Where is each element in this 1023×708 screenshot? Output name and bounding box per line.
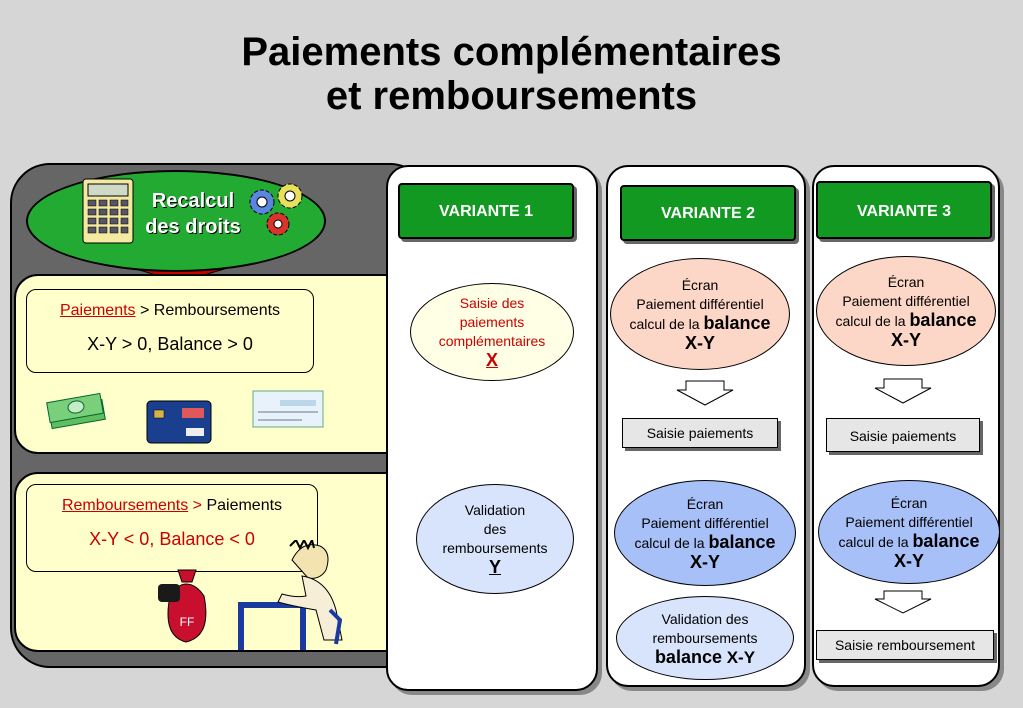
variant-3-header: VARIANTE 3 — [816, 181, 992, 239]
recalc-line-2: des droits — [145, 216, 241, 238]
variant-3-saisie-remboursement[interactable]: Saisie remboursement — [816, 630, 994, 660]
payments-formula: X-Y > 0, Balance > 0 — [87, 334, 253, 354]
refunds-rule-box: Remboursements > Paiements X-Y < 0, Bala… — [26, 484, 318, 572]
v3-e2-l4: X-Y — [893, 550, 924, 571]
v2-e1-l2: Paiement différentiel — [636, 295, 764, 312]
v1-saisie-l2: paiements — [459, 314, 525, 330]
calculator-icon — [82, 178, 134, 244]
variant-2-saisie-paiements[interactable]: Saisie paiements — [622, 418, 778, 448]
payments-rule-box: Paiements > Remboursements X-Y > 0, Bala… — [26, 289, 314, 373]
title-line-2: et remboursements — [325, 74, 698, 118]
v1-val-l2: des — [483, 521, 507, 537]
v1-val-l3: remboursements — [442, 540, 548, 556]
arrow-down-icon-2 — [874, 378, 932, 404]
arrow-down-icon — [676, 380, 734, 406]
money-bag-label: FF — [180, 615, 195, 629]
v2-e2-l2: Paiement différentiel — [641, 514, 769, 531]
money-bag-icon: FF — [158, 569, 207, 643]
v3-e2-l3b: balance — [912, 530, 980, 551]
v3-e1-l1: Écran — [887, 273, 925, 290]
variant-3-ecran-2: Écran Paiement différentiel calcul de la… — [818, 480, 1000, 584]
variant-3-ecran-1: Écran Paiement différentiel calcul de la… — [816, 256, 996, 366]
v3-e2-l3a: calcul de la — [838, 533, 913, 550]
v3-e1-l3b: balance — [909, 309, 977, 330]
page-title: Paiements complémentaires et rembourseme… — [0, 30, 1023, 118]
recalc-label: Recalcul des droits — [128, 188, 258, 240]
v2-e1-l1: Écran — [681, 276, 719, 293]
v2-e1-l3a: calcul de la — [629, 315, 704, 332]
v2-e2-l4: X-Y — [689, 551, 720, 572]
variant-2-header: VARIANTE 2 — [620, 185, 796, 241]
v2-val-l1: Validation des — [661, 610, 749, 627]
v3-e2-l1: Écran — [890, 494, 928, 511]
v3-e1-l3a: calcul de la — [835, 312, 910, 329]
v2-e2-l1: Écran — [686, 495, 724, 512]
v2-e1-l4: X-Y — [684, 332, 715, 353]
cash-icon — [46, 392, 106, 430]
v2-val-l2: remboursements — [652, 629, 758, 646]
variant-2-validation: Validation des remboursements balance X-… — [616, 596, 794, 680]
arrow-down-icon-3 — [874, 590, 932, 614]
payments-word-2: Remboursements — [153, 302, 281, 319]
v1-val-l1: Validation — [464, 502, 526, 518]
v2-val-l3b: X-Y — [721, 647, 756, 667]
gears-icon — [249, 183, 303, 236]
variant-1-validation-ellipse: Validation des remboursements Y — [416, 484, 574, 594]
variant-1-saisie-ellipse: Saisie des paiements complémentaires X — [410, 283, 574, 381]
v2-e2-l3a: calcul de la — [634, 534, 709, 551]
v1-saisie-l3: complémentaires — [438, 333, 546, 349]
v1-saisie-l1: Saisie des — [459, 295, 525, 311]
payments-sep: > — [135, 302, 154, 319]
v2-val-l3a: balance — [654, 646, 722, 667]
variant-1-header: VARIANTE 1 — [398, 183, 574, 239]
refunds-sep: > — [188, 497, 207, 514]
variant-2-ecran-2: Écran Paiement différentiel calcul de la… — [614, 480, 796, 586]
variant-3-saisie-paiements[interactable]: Saisie paiements — [826, 418, 980, 452]
v1-saisie-x: X — [485, 350, 498, 370]
cheque-icon — [252, 390, 324, 428]
payments-word: Paiements — [59, 302, 136, 319]
v2-e1-l3b: balance — [703, 312, 771, 333]
v2-e2-l3b: balance — [708, 531, 776, 552]
v3-e1-l2: Paiement différentiel — [842, 292, 970, 309]
v1-val-y: Y — [488, 557, 501, 577]
v3-e2-l2: Paiement différentiel — [845, 513, 973, 530]
refunds-formula: X-Y < 0, Balance < 0 — [89, 529, 255, 549]
credit-card-icon — [146, 400, 212, 444]
refunds-word: Remboursements — [61, 497, 189, 514]
title-line-1: Paiements complémentaires — [241, 30, 782, 74]
person-at-desk-icon — [238, 540, 343, 650]
v3-e1-l4: X-Y — [890, 329, 921, 350]
recalc-line-1: Recalcul — [151, 190, 235, 212]
variant-2-ecran-1: Écran Paiement différentiel calcul de la… — [610, 258, 790, 370]
variant-1-column — [386, 165, 598, 691]
refunds-word-2: Paiements — [206, 497, 283, 514]
